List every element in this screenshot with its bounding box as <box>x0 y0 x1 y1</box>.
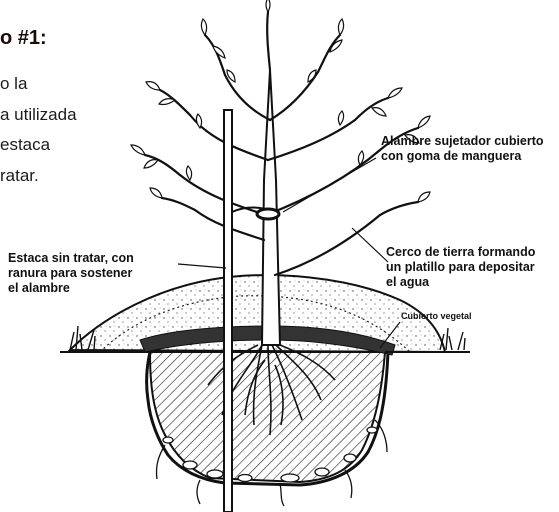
label-wire-holder-line-2: con goma de manguera <box>381 149 521 164</box>
label-soil-ring-line-3: el agua <box>386 275 429 290</box>
label-stake-line-2: ranura para sostener <box>8 266 132 281</box>
support-stake <box>224 110 232 512</box>
label-stake-line-3: el alambre <box>8 281 70 296</box>
tree-branches <box>145 12 418 275</box>
tree-trunk <box>262 70 280 345</box>
label-stake-line-1: Estaca sin tratar, con <box>8 251 134 266</box>
label-mulch: Cubierto vegetal <box>401 311 472 322</box>
label-wire-holder-line-1: Alambre sujetador cubierto <box>381 134 544 149</box>
hose-collar <box>257 209 279 219</box>
label-soil-ring-line-1: Cerco de tierra formando <box>386 245 535 260</box>
label-soil-ring-line-2: un platillo para depositar <box>386 260 535 275</box>
